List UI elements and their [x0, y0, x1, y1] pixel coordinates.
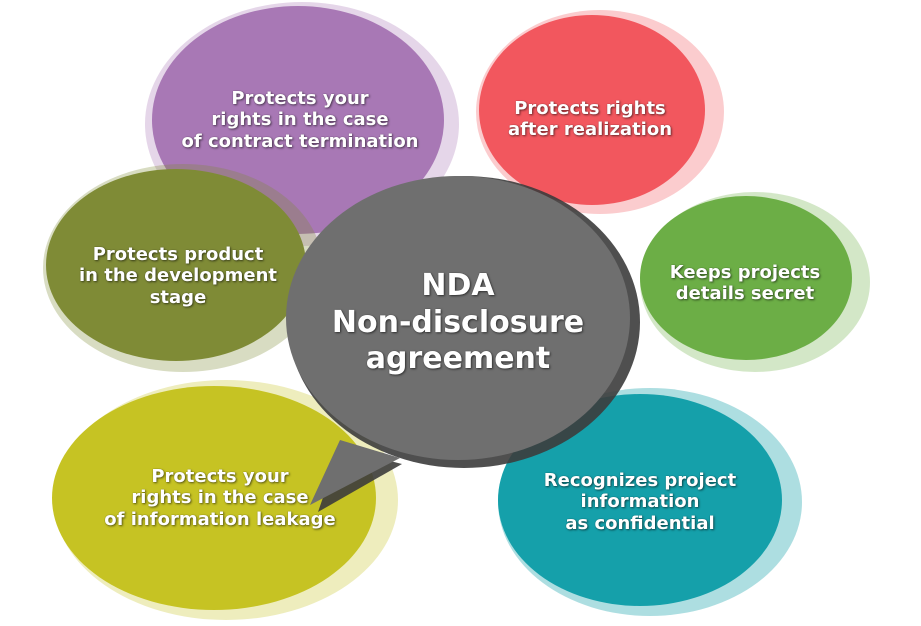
label-realization-line: Protects rights — [514, 97, 666, 119]
bubble-confidential-shape — [498, 394, 782, 606]
label-leakage-line: rights in the case — [131, 487, 309, 509]
bubble-realization-shape — [479, 15, 705, 205]
center-title-line: Non-disclosure — [331, 304, 585, 340]
center-title-line: NDA — [421, 268, 495, 304]
bubble-leakage — [52, 380, 398, 620]
label-leakage-line: Protects your — [151, 466, 289, 488]
bubble-development — [43, 164, 323, 372]
label-confidential-line: as confidential — [565, 512, 715, 534]
label-realization-line: after realization — [507, 119, 673, 140]
label-development-line: Protects product — [92, 244, 264, 266]
bubble-confidential — [498, 388, 802, 616]
label-secret-line: details secret — [675, 283, 815, 304]
bubble-secret — [640, 192, 870, 372]
center-bubble-tail — [310, 440, 400, 505]
center-bubble-shape — [286, 176, 630, 460]
label-development-line: in the development — [79, 265, 277, 287]
bubble-realization — [476, 10, 724, 214]
label-secret-line: Keeps projects — [669, 261, 821, 283]
bubble-leakage-shape — [52, 386, 376, 610]
center-speech-bubble — [286, 176, 640, 512]
bubble-development-shape — [46, 169, 306, 361]
label-confidential-line: information — [580, 491, 700, 513]
label-termination-line: rights in the case — [211, 109, 389, 131]
center-title-line: agreement — [365, 341, 551, 377]
bubble-secret-shape — [640, 196, 852, 360]
label-confidential-line: Recognizes project — [543, 470, 737, 492]
label-termination-line: Protects your — [231, 88, 369, 110]
label-development-line: stage — [149, 286, 207, 308]
label-termination-line: of contract termination — [181, 130, 419, 152]
label-leakage-line: of information leakage — [104, 508, 336, 530]
